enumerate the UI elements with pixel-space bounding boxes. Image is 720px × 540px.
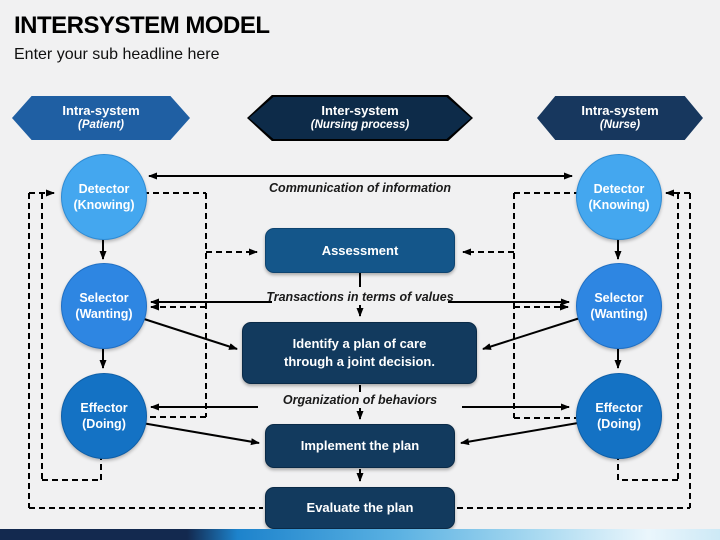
label-communication-of-information: Communication of information [269,181,451,195]
circle-label: Detector [593,181,645,196]
circle-label: Selector [594,290,644,305]
circle-effector-nurse: Effector (Doing) [576,373,662,459]
label-transactions-in-terms-of-values: Transactions in terms of values [266,290,454,304]
banner-inter-system-nursing: Inter-system (Nursing process) [247,95,473,141]
banner-sublabel: (Patient) [78,118,124,131]
banner-label: Intra-system [581,103,659,119]
page-title: INTERSYSTEM MODEL [14,12,270,39]
bottom-accent-bar [0,529,720,540]
circle-sublabel: (Doing) [597,417,641,431]
circle-label: Effector [595,400,643,415]
circle-detector-patient: Detector (Knowing) [61,154,147,240]
banner-sublabel: (Nurse) [599,118,641,131]
banner-intra-system-patient: Intra-system (Patient) [12,96,190,140]
label-organization-of-behaviors: Organization of behaviors [282,393,438,407]
banner-label: Inter-system [321,103,399,119]
circle-selector-patient: Selector (Wanting) [61,263,147,349]
banner-label: Intra-system [62,103,140,119]
circle-sublabel: (Knowing) [588,198,650,212]
circle-sublabel: (Doing) [82,417,126,431]
circle-effector-patient: Effector (Doing) [61,373,147,459]
circle-label: Effector [80,400,128,415]
circle-sublabel: (Knowing) [73,198,135,212]
circle-detector-nurse: Detector (Knowing) [576,154,662,240]
circle-label: Selector [79,290,129,305]
banner-sublabel: (Nursing process) [310,118,410,131]
page-subtitle: Enter your sub headline here [14,46,220,63]
box-identify-plan: Identify a plan of care through a joint … [242,322,477,384]
circle-label: Detector [78,181,130,196]
circle-selector-nurse: Selector (Wanting) [576,263,662,349]
banner-inner: Inter-system (Nursing process) [249,97,471,139]
box-implement-plan: Implement the plan [265,424,455,468]
box-assessment: Assessment [265,228,455,273]
banner-intra-system-nurse: Intra-system (Nurse) [537,96,703,140]
circle-sublabel: (Wanting) [75,307,133,321]
box-evaluate-plan: Evaluate the plan [265,487,455,529]
circle-sublabel: (Wanting) [590,307,648,321]
